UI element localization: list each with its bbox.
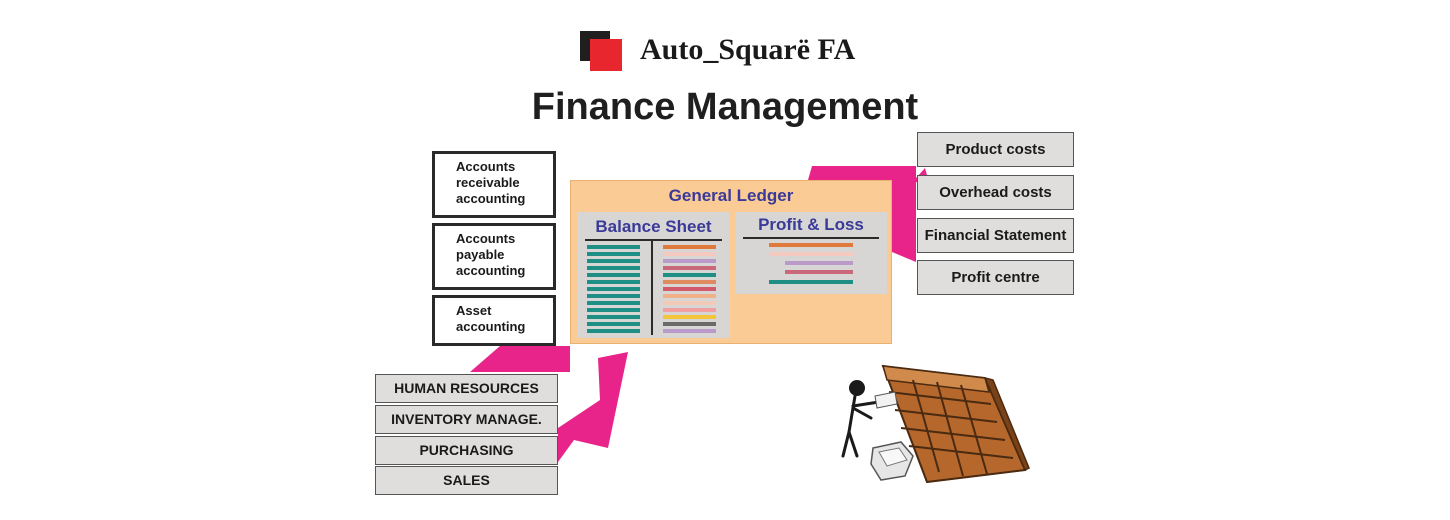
module-label-line: receivable <box>456 175 520 190</box>
module-label-line: Accounts <box>456 231 516 246</box>
balance-sheet-lines-icon <box>587 241 716 335</box>
module-label-line: accounting <box>456 263 526 278</box>
module-accounts-payable[interactable]: Accounts payable accounting <box>432 223 556 290</box>
module-accounts-receivable[interactable]: Accounts receivable accounting <box>432 151 556 218</box>
profit-loss-panel: Profit & Loss <box>735 212 887 294</box>
clerk-filing-cabinet-icon <box>841 364 1030 484</box>
module-label-line: accounting <box>456 191 526 206</box>
output-overhead-costs[interactable]: Overhead costs <box>917 175 1074 210</box>
source-inventory-management[interactable]: INVENTORY MANAGE. <box>375 405 558 434</box>
module-label-line: accounting <box>456 319 526 334</box>
output-financial-statement[interactable]: Financial Statement <box>917 218 1074 253</box>
module-label-line: Asset <box>456 303 492 318</box>
source-human-resources[interactable]: HUMAN RESOURCES <box>375 374 558 403</box>
source-sales[interactable]: SALES <box>375 466 558 495</box>
output-profit-centre[interactable]: Profit centre <box>917 260 1074 295</box>
logo-squares-icon <box>580 31 624 71</box>
outflow-arrow-tail <box>892 180 916 262</box>
balance-sheet-title: Balance Sheet <box>595 217 712 236</box>
brand-name: Auto_Squarë FA <box>640 33 856 66</box>
profit-loss-title: Profit & Loss <box>758 215 864 234</box>
inflow-arrow <box>558 352 628 462</box>
general-ledger-title: General Ledger <box>668 186 794 205</box>
inflow-arrow-body <box>470 346 570 372</box>
balance-sheet-panel: Balance Sheet <box>577 212 730 338</box>
profit-loss-lines-icon <box>769 243 853 284</box>
module-label-line: Accounts <box>456 159 516 174</box>
profit-loss-rule <box>743 237 879 239</box>
balance-sheet-rule <box>585 239 722 241</box>
module-label-line: payable <box>456 247 505 262</box>
output-product-costs[interactable]: Product costs <box>917 132 1074 167</box>
module-asset-accounting[interactable]: Asset accounting <box>432 295 556 346</box>
page-title: Finance Management <box>531 86 919 128</box>
source-purchasing[interactable]: PURCHASING <box>375 436 558 465</box>
